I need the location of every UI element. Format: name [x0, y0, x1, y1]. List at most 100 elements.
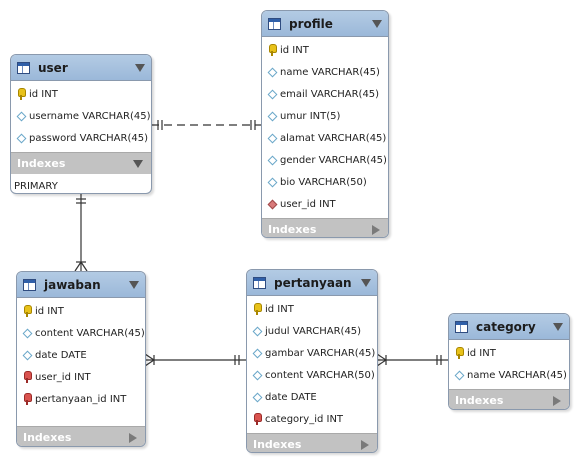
table-header[interactable]: pertanyaan [247, 270, 377, 296]
indexes-label: Indexes [455, 394, 504, 407]
column-row[interactable]: gambar VARCHAR(45) [247, 342, 377, 364]
collapse-icon[interactable] [133, 159, 143, 168]
collapse-icon[interactable] [361, 278, 371, 287]
column-row[interactable]: gender VARCHAR(45) [262, 149, 388, 171]
column-label: id INT [265, 303, 294, 315]
column-label: date DATE [35, 349, 87, 361]
column-label: gender VARCHAR(45) [280, 154, 387, 166]
table-user[interactable]: user id INT username VARCHAR(45) passwor… [10, 54, 152, 194]
column-row[interactable]: content VARCHAR(45) [17, 322, 145, 344]
column-label: umur INT(5) [280, 110, 341, 122]
column-row[interactable]: password VARCHAR(45) [11, 127, 151, 149]
attribute-icon [252, 347, 262, 359]
table-icon [23, 278, 36, 291]
column-label: user_id INT [280, 198, 336, 210]
attribute-icon [267, 88, 277, 100]
collapse-icon[interactable] [553, 322, 563, 331]
column-row[interactable]: judul VARCHAR(45) [247, 320, 377, 342]
table-icon [455, 320, 468, 333]
table-icon [268, 17, 281, 30]
column-row[interactable]: username VARCHAR(45) [11, 105, 151, 127]
column-row[interactable]: email VARCHAR(45) [262, 83, 388, 105]
column-label: id INT [29, 88, 58, 100]
collapse-icon[interactable] [129, 280, 139, 289]
attribute-icon [22, 327, 32, 339]
column-label: id INT [280, 44, 309, 56]
column-label: pertanyaan_id INT [35, 393, 127, 405]
column-row[interactable]: id INT [247, 298, 377, 320]
column-label: alamat VARCHAR(45) [280, 132, 387, 144]
collapse-icon[interactable] [135, 63, 145, 72]
column-list: id INT judul VARCHAR(45) gambar VARCHAR(… [247, 296, 377, 433]
column-row[interactable]: id INT [449, 342, 569, 364]
table-profile[interactable]: profile id INT name VARCHAR(45) email VA… [261, 10, 389, 238]
table-category[interactable]: category id INT name VARCHAR(45) Indexes [448, 313, 570, 410]
table-header[interactable]: user [11, 55, 151, 81]
column-row[interactable]: content VARCHAR(50) [247, 364, 377, 386]
attribute-icon [252, 325, 262, 337]
indexes-header[interactable]: Indexes [262, 218, 388, 237]
table-title: jawaban [44, 277, 101, 292]
primary-key-icon [22, 305, 32, 317]
column-label: password VARCHAR(45) [29, 132, 148, 144]
column-label: date DATE [265, 391, 317, 403]
column-label: name VARCHAR(45) [467, 369, 567, 381]
table-title: profile [289, 16, 333, 31]
expand-icon[interactable] [372, 224, 380, 235]
attribute-icon [267, 154, 277, 166]
foreign-key-icon [22, 393, 32, 405]
column-row[interactable]: name VARCHAR(45) [262, 61, 388, 83]
column-row[interactable]: umur INT(5) [262, 105, 388, 127]
primary-key-icon [16, 88, 26, 100]
column-label: name VARCHAR(45) [280, 66, 380, 78]
table-header[interactable]: jawaban [17, 272, 145, 298]
column-row[interactable]: date DATE [247, 386, 377, 408]
indexes-label: Indexes [253, 438, 302, 451]
column-list: id INT name VARCHAR(45) [449, 340, 569, 389]
attribute-icon [267, 176, 277, 188]
foreign-key-icon [22, 371, 32, 383]
expand-icon[interactable] [361, 439, 369, 450]
expand-icon[interactable] [553, 395, 561, 406]
table-jawaban[interactable]: jawaban id INT content VARCHAR(45) date … [16, 271, 146, 447]
indexes-header[interactable]: Indexes [449, 389, 569, 409]
expand-icon[interactable] [129, 432, 137, 443]
column-row[interactable]: name VARCHAR(45) [449, 364, 569, 386]
indexes-header[interactable]: Indexes [11, 152, 151, 174]
column-row[interactable]: id INT [17, 300, 145, 322]
column-row[interactable]: pertanyaan_id INT [17, 388, 145, 410]
relationship-user-profile [151, 120, 262, 130]
attribute-icon [267, 132, 277, 144]
column-row[interactable]: alamat VARCHAR(45) [262, 127, 388, 149]
indexes-label: Indexes [17, 157, 66, 170]
indexes-header[interactable]: Indexes [17, 426, 145, 446]
table-header[interactable]: category [449, 314, 569, 340]
column-row[interactable]: user_id INT [17, 366, 145, 388]
column-label: id INT [467, 347, 496, 359]
column-list: id INT content VARCHAR(45) date DATE use… [17, 298, 145, 413]
table-title: user [38, 60, 68, 75]
relationship-jawaban-pertanyaan [144, 353, 247, 367]
collapse-icon[interactable] [372, 19, 382, 28]
column-row[interactable]: user_id INT [262, 193, 388, 215]
column-label: user_id INT [35, 371, 91, 383]
index-row[interactable]: PRIMARY [11, 174, 151, 193]
column-label: judul VARCHAR(45) [265, 325, 362, 337]
table-pertanyaan[interactable]: pertanyaan id INT judul VARCHAR(45) gamb… [246, 269, 378, 453]
column-list: id INT username VARCHAR(45) password VAR… [11, 81, 151, 152]
attribute-icon [267, 110, 277, 122]
indexes-label: Indexes [23, 431, 72, 444]
column-list: id INT name VARCHAR(45) email VARCHAR(45… [262, 37, 388, 218]
column-row[interactable]: date DATE [17, 344, 145, 366]
table-header[interactable]: profile [262, 11, 388, 37]
foreign-key-icon [252, 413, 262, 425]
column-row[interactable]: bio VARCHAR(50) [262, 171, 388, 193]
foreign-key-icon [267, 198, 277, 210]
table-icon [17, 61, 30, 74]
column-row[interactable]: id INT [262, 39, 388, 61]
column-label: email VARCHAR(45) [280, 88, 380, 100]
column-row[interactable]: id INT [11, 83, 151, 105]
indexes-header[interactable]: Indexes [247, 433, 377, 452]
column-row[interactable]: category_id INT [247, 408, 377, 430]
